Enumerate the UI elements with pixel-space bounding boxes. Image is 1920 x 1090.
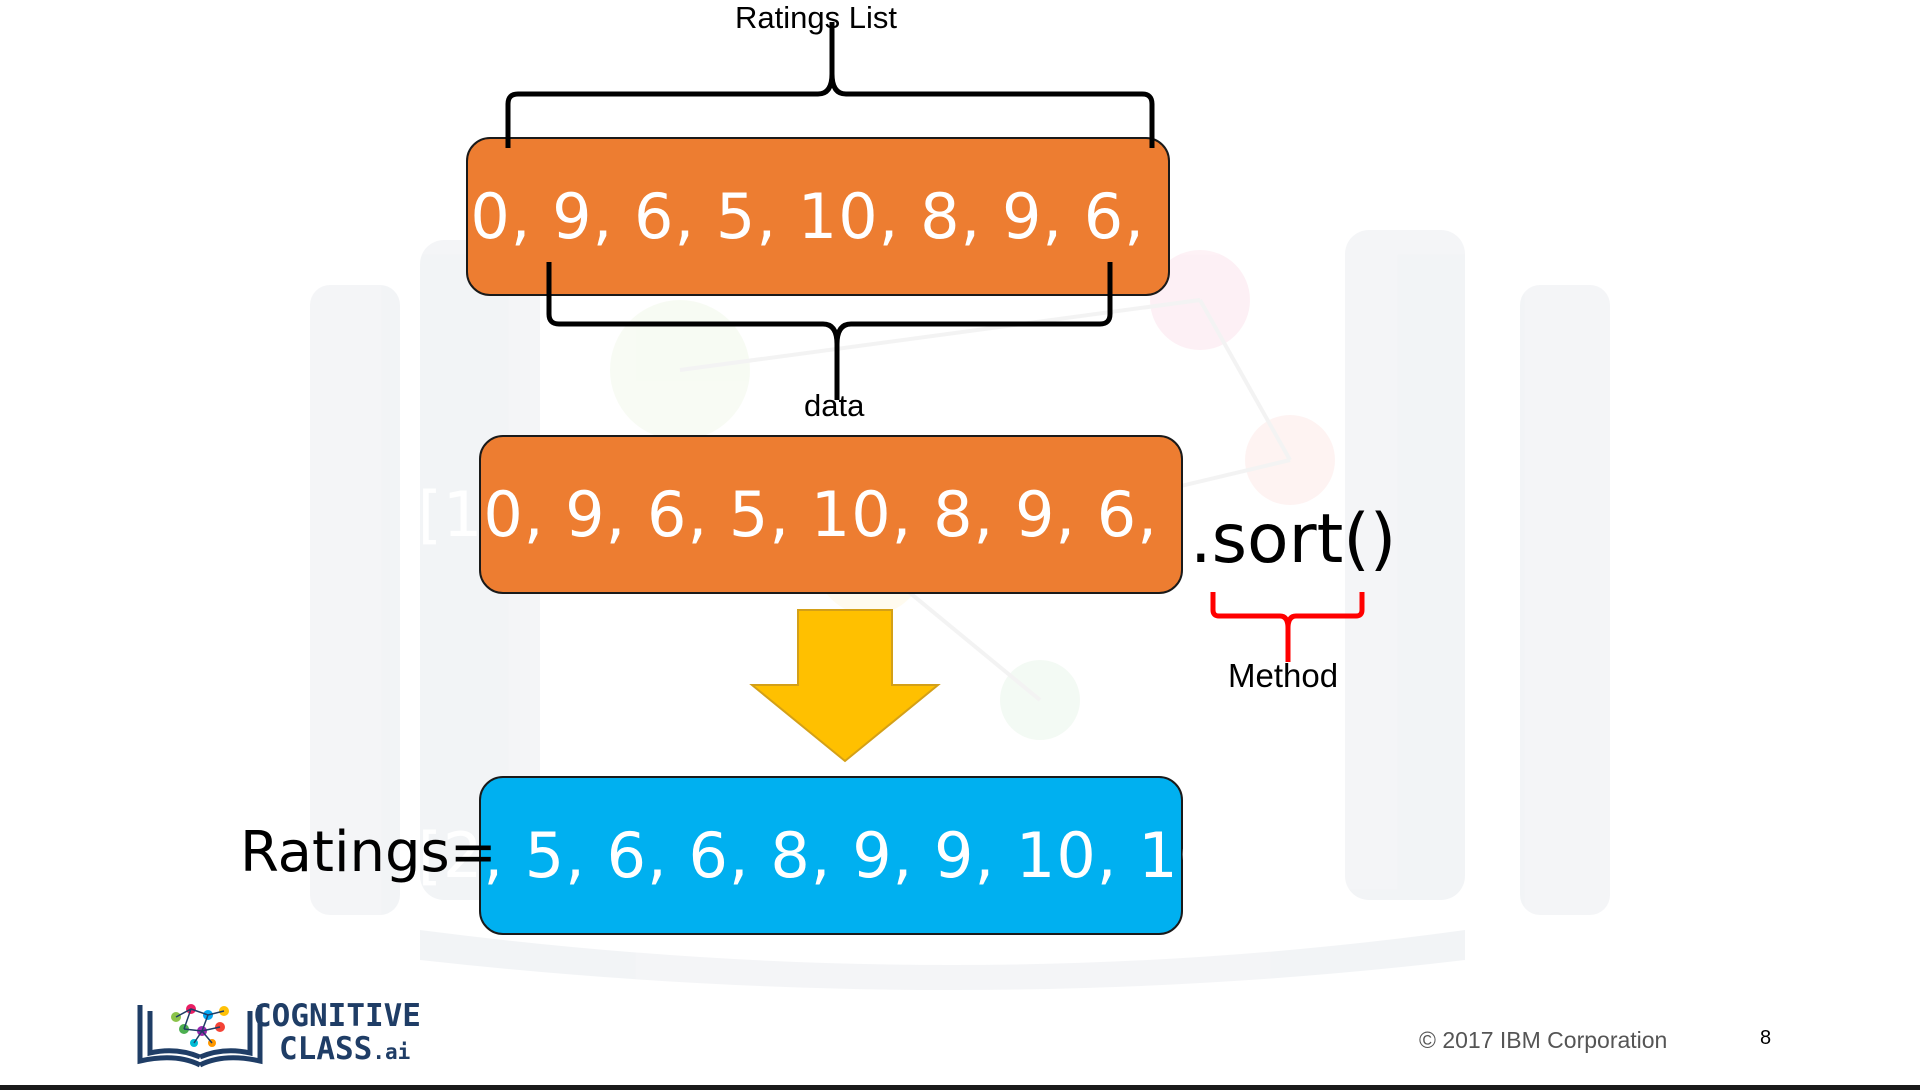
sorted-list-values: [2, 5, 6, 6, 8, 9, 9, 10, 10] bbox=[417, 819, 1245, 892]
ratings-assignment-label: Ratings= bbox=[240, 820, 497, 885]
data-list-values: [10, 9, 6, 5, 10, 8, 9, 6, 2] bbox=[417, 478, 1245, 551]
logo-ai-suffix: .ai bbox=[372, 1040, 411, 1064]
sort-method-call: .sort() bbox=[1190, 500, 1397, 579]
ratings-list-label: Ratings List bbox=[735, 0, 897, 35]
ratings-list-box: [10, 9, 6, 5, 10, 8, 9, 6, 2] bbox=[405, 137, 1230, 296]
logo-class-text: CLASS bbox=[279, 1031, 373, 1067]
sorted-list-box: [2, 5, 6, 6, 8, 9, 9, 10, 10] bbox=[418, 776, 1243, 935]
page-number: 8 bbox=[1760, 1027, 1772, 1049]
logo-line-2: CLASS.ai bbox=[253, 1033, 421, 1069]
bottom-divider bbox=[0, 1085, 1920, 1090]
ratings-list-values: [10, 9, 6, 5, 10, 8, 9, 6, 2] bbox=[404, 180, 1232, 253]
method-label: Method bbox=[1228, 657, 1339, 694]
cognitive-class-logo-icon bbox=[137, 1004, 263, 1068]
copyright-notice: © 2017 IBM Corporation bbox=[1419, 1027, 1668, 1053]
data-label: data bbox=[804, 388, 865, 423]
data-list-box: [10, 9, 6, 5, 10, 8, 9, 6, 2] bbox=[418, 435, 1243, 594]
logo-wordmark: COGNITIVE CLASS.ai bbox=[253, 1000, 421, 1069]
logo-line-1: COGNITIVE bbox=[253, 998, 421, 1034]
